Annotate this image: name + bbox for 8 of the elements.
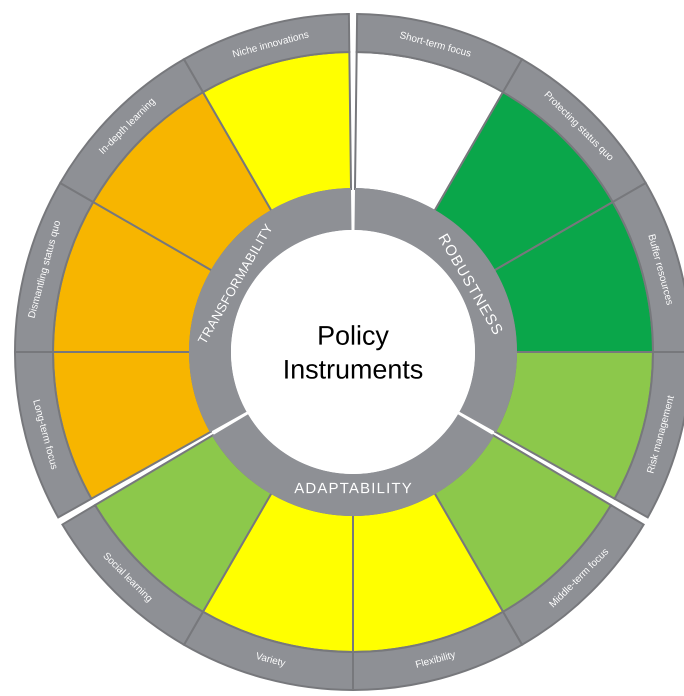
segment: Variety [183,492,354,691]
category-band: ADAPTABILITY [212,414,494,516]
segment: Long-term focus [14,351,212,518]
node-label: Flexibility [415,652,455,668]
node-label: Variety [256,652,286,668]
node-label: Buffer resources [648,234,672,305]
node-label: Long-term focus [33,399,56,470]
segment: Flexibility [352,492,523,691]
